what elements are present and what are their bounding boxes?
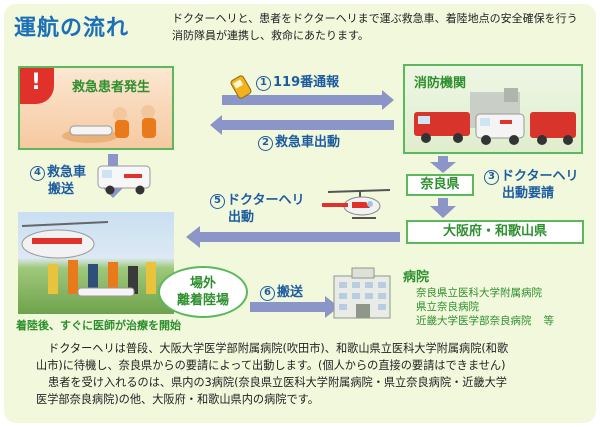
nara-box: 奈良県 <box>406 174 474 196</box>
helicopter-icon <box>322 189 391 219</box>
bottom-line-4: 医学部奈良病院)の他、大阪府・和歌山県内の病院です。 <box>36 393 319 406</box>
step5-line1: ドクターヘリ <box>227 193 305 208</box>
arrow-step6 <box>250 296 339 318</box>
bottom-description: ドクターヘリは普段、大阪大学医学部附属病院(吹田市)、和歌山県立医科大学附属病院… <box>36 340 582 408</box>
step6-number: 6 <box>260 286 275 301</box>
rescue-illustration <box>62 105 156 143</box>
step1-text: 119番通報 <box>273 75 340 90</box>
intro-text: ドクターヘリと、患者をドクターヘリまで運ぶ救急車、着陸地点の安全確保を行う消防隊… <box>172 12 578 42</box>
step3-number: 3 <box>484 170 499 185</box>
bottom-line-2: 山市)に待機し、奈良県からの要請によって出動します。(個人からの直接の要請はでき… <box>36 359 506 372</box>
step1-number: 1 <box>256 76 271 91</box>
phone-icon <box>230 75 252 99</box>
step4-line2: 搬送 <box>48 182 75 197</box>
step2-text: 救急車出動 <box>275 135 341 150</box>
step4-number: 4 <box>30 166 45 181</box>
arrow-nara-to-osaka <box>430 198 456 218</box>
photo-caption: 着陸後、すぐに医師が治療を開始 <box>16 319 181 332</box>
step6-text: 搬送 <box>277 285 304 300</box>
arrow-step1 <box>222 90 394 110</box>
fire-vehicles-illustration <box>414 88 576 145</box>
hospital-item-3: 近畿大学医学部奈良病院等 <box>416 314 554 328</box>
page-title: 運航の流れ <box>14 16 130 41</box>
step2-number: 2 <box>258 136 273 151</box>
alert-badge: ! <box>20 68 54 104</box>
landing-line1: 場外 <box>189 276 216 291</box>
hospital-item-1: 奈良県立医科大学附属病院 <box>416 287 542 299</box>
hospital-building-icon <box>333 267 391 319</box>
patient-label: 救急患者発生 <box>72 80 151 95</box>
landing-photo <box>18 212 174 314</box>
step4-line1: 救急車 <box>47 165 87 180</box>
hospital-item-2: 県立奈良病院 <box>416 301 479 313</box>
arrow-step5 <box>186 226 400 248</box>
hospital-list-suffix: 等 <box>543 315 555 327</box>
step5-number: 5 <box>210 194 225 209</box>
arrow-fire-to-nara <box>430 156 456 173</box>
landing-photo-illustration <box>21 221 156 297</box>
step5-line2: 出動 <box>228 210 255 225</box>
bottom-line-3: 患者を受け入れるのは、県内の3病院(奈良県立医科大学附属病院・県立奈良病院・近畿… <box>48 376 507 389</box>
hospital-label: 病院 <box>403 270 430 285</box>
osaka-wakayama-box: 大阪府・和歌山県 <box>406 220 584 244</box>
fire-dept-label: 消防機関 <box>414 76 467 91</box>
step3-line2: 出動要請 <box>502 186 555 201</box>
hospital-item-3-name: 近畿大学医学部奈良病院 <box>416 315 532 327</box>
arrow-step2 <box>210 115 394 135</box>
ambulance-icon <box>97 165 151 195</box>
landing-line2: 離着陸場 <box>176 293 229 308</box>
hospital-list: 奈良県立医科大学附属病院 県立奈良病院 近畿大学医学部奈良病院等 <box>416 286 554 328</box>
landing-site-badge: 場外 離着陸場 <box>158 266 248 318</box>
step3-line1: ドクターヘリ <box>501 169 579 184</box>
bottom-line-1: ドクターヘリは普段、大阪大学医学部附属病院(吹田市)、和歌山県立医科大学附属病院… <box>48 342 509 355</box>
